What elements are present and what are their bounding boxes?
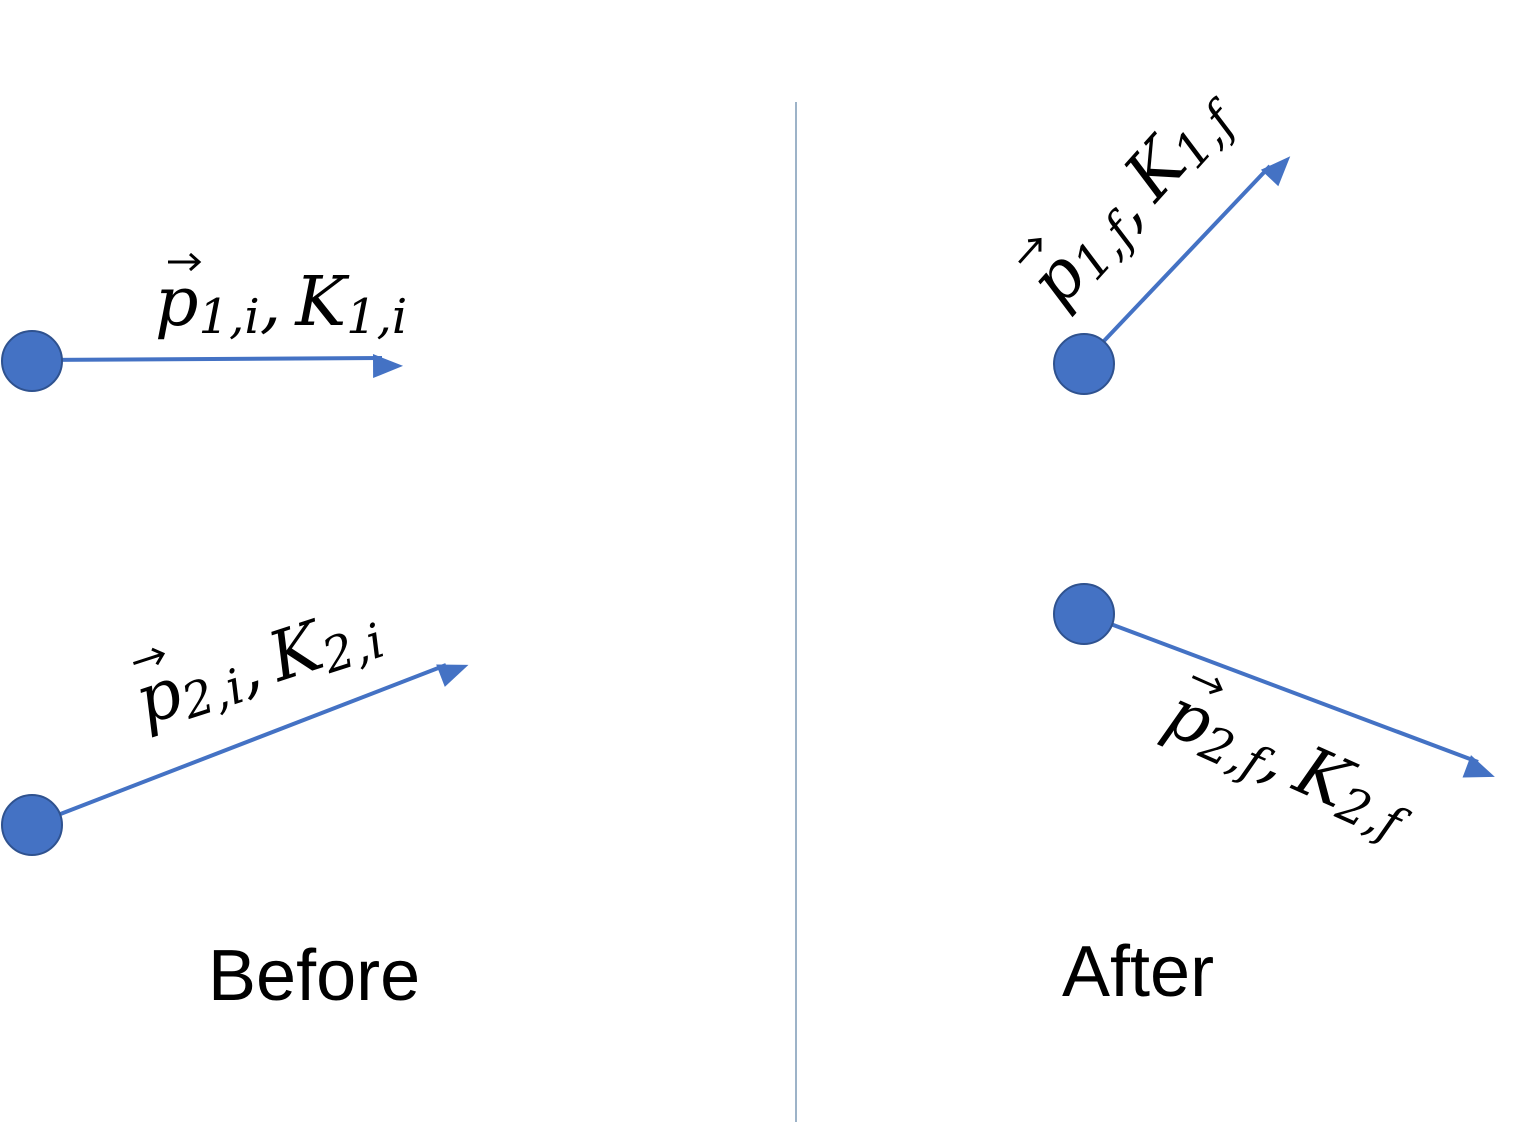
after-particle1	[1053, 333, 1115, 395]
before-p1-subscript: 1,i	[199, 289, 260, 345]
before-particle2-momentum-arrow	[31, 663, 469, 827]
before-particle2-label: p2,i,K2,i	[126, 588, 391, 744]
before-particle1	[1, 330, 63, 392]
before-caption: Before	[208, 936, 420, 1016]
after-p2-vector-arrow	[1191, 675, 1223, 695]
before-k1-subscript: 1,i	[346, 289, 407, 345]
svg-text:p1,f,K1,f: p1,f,K1,f	[1014, 72, 1252, 323]
before-p1-vector-arrow	[168, 252, 202, 272]
svg-text:p2,f,K2,f: p2,f,K2,f	[1152, 673, 1427, 855]
before-p1-separator: ,	[260, 263, 282, 342]
before-particle2	[1, 794, 63, 856]
before-p2-vector-arrow	[132, 647, 166, 666]
after-caption: After	[1062, 932, 1214, 1012]
after-particle1-label: p1,f,K1,f	[1014, 72, 1252, 323]
after-particle2-label: p2,f,K2,f	[1152, 673, 1427, 855]
after-particle2-momentum-arrow	[1083, 612, 1495, 778]
before-particle1-label: p1,i,K1,i	[155, 252, 407, 345]
before-p1-symbol: p	[155, 263, 199, 342]
after-particle1-momentum-arrow	[1082, 156, 1291, 364]
before-particle1-momentum-arrow	[31, 354, 404, 379]
svg-text:p1,i,K1,i: p1,i,K1,i	[155, 263, 407, 345]
after-p1-vector-arrow	[1018, 237, 1042, 264]
before-k1-symbol: K	[293, 263, 350, 342]
svg-text:p2,i,K2,i: p2,i,K2,i	[126, 588, 391, 744]
after-particle2	[1053, 583, 1115, 645]
